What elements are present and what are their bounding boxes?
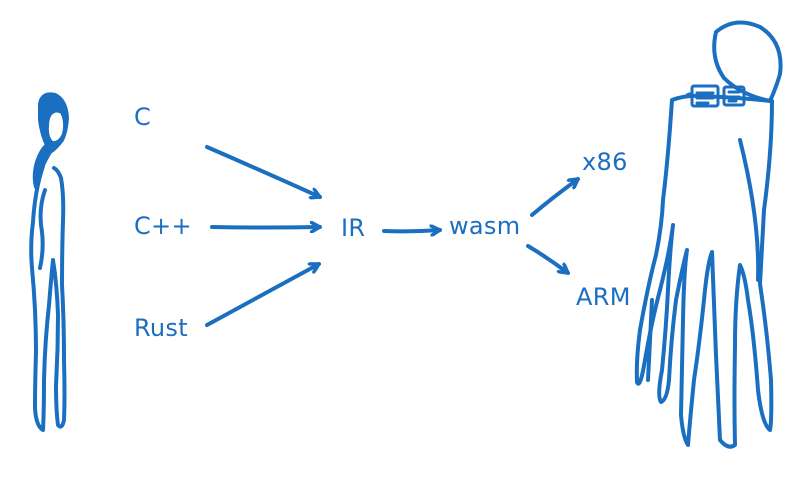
developer-face (44, 108, 68, 146)
ir-label: IR (341, 214, 366, 242)
wasm-label: wasm (449, 212, 521, 240)
arrow-ir-to-wasm (382, 230, 442, 231)
source-label-rust: Rust (134, 314, 188, 342)
robot-leg-left-inner (646, 298, 654, 382)
arrow-rust-to-ir (205, 262, 321, 327)
developer-arm (38, 188, 47, 270)
arrow-wasm-to-arm (526, 244, 570, 275)
target-label-arm: ARM (576, 283, 631, 311)
robot-figure (634, 20, 783, 449)
developer-body (29, 164, 67, 432)
arrow-cpp-to-ir (210, 227, 322, 228)
robot-body (634, 93, 774, 449)
robot-stomach-right (738, 138, 761, 282)
arrow-c-to-ir (205, 145, 322, 197)
source-label-c: C (134, 103, 152, 131)
robot-lid (712, 20, 783, 103)
developer-figure (29, 92, 69, 432)
target-label-x86: x86 (582, 148, 628, 176)
arrow-wasm-to-x86 (530, 177, 580, 217)
source-label-cpp: C++ (134, 212, 192, 240)
robot-brain-contents-icon (684, 84, 746, 108)
